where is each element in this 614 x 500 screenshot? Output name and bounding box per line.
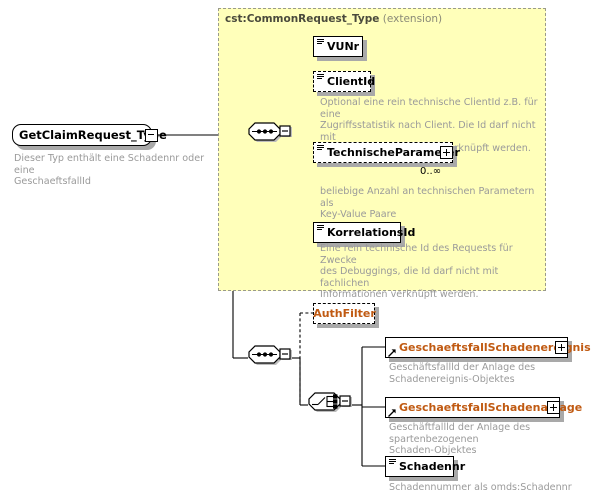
- extension-group-title: cst:CommonRequest_Type (extension): [225, 13, 442, 25]
- element-lines-icon: [317, 225, 324, 231]
- element-schadennr[interactable]: Schadennr: [385, 456, 465, 477]
- element-authfilter[interactable]: AuthFilter: [313, 303, 376, 324]
- element-geschaeftsfallschadenanlage-annotation: Geschäftfallld der Anlage des spartenbez…: [389, 422, 531, 456]
- root-type-box[interactable]: GetClaimRequest_Type: [12, 124, 167, 146]
- element-geschaeftsfallschadenereignis-label: GeschaeftsfallSchadenereignis: [399, 341, 591, 354]
- element-technischeparameter-label: TechnischeParameter: [327, 146, 460, 159]
- element-technischeparameter[interactable]: TechnischeParameter: [313, 142, 460, 163]
- element-geschaeftsfallschadenereignis[interactable]: GeschaeftsfallSchadenereignis: [385, 337, 591, 358]
- element-vunr[interactable]: VUNr: [313, 36, 363, 57]
- minus-expander-icon[interactable]: [145, 128, 158, 142]
- element-korrelationsid-label: KorrelationsId: [327, 226, 416, 239]
- sequence-compositor-bottom[interactable]: [246, 344, 292, 376]
- plus-expander-icon[interactable]: [440, 146, 453, 159]
- element-technischeparameter-cardinality: 0..∞: [420, 166, 442, 177]
- element-schadennr-annotation: Schadennummer als omds:Schadennr: [389, 482, 572, 493]
- element-korrelationsid[interactable]: KorrelationsId: [313, 222, 415, 243]
- element-clientid[interactable]: ClientId: [313, 71, 375, 92]
- plus-expander-icon[interactable]: [547, 401, 560, 414]
- choice-compositor[interactable]: [306, 391, 352, 423]
- element-korrelationsid-annotation: Eine rein technische Id des Requests für…: [320, 243, 513, 300]
- plus-expander-icon[interactable]: [555, 341, 568, 354]
- element-geschaeftsfallschadenereignis-annotation: Geschäftsfallld der Anlage des Schadener…: [389, 362, 536, 385]
- element-ref-arrow-icon: [388, 407, 396, 417]
- element-schadennr-label: Schadennr: [399, 460, 466, 473]
- root-type-annotation: Dieser Typ enthält eine Schadennr oder e…: [14, 153, 205, 187]
- extension-group-suffix: (extension): [382, 13, 443, 25]
- element-vunr-label: VUNr: [327, 40, 360, 53]
- element-geschaeftsfallschadenanlage-label: GeschaeftsfallSchadenanlage: [399, 401, 583, 414]
- element-ref-arrow-icon: [388, 347, 396, 357]
- element-clientid-label: ClientId: [327, 75, 376, 88]
- root-type-label: GetClaimRequest_Type: [19, 128, 167, 142]
- element-lines-icon: [389, 459, 396, 465]
- element-authfilter-label: AuthFilter: [313, 307, 376, 320]
- element-lines-icon: [317, 39, 324, 45]
- element-technischeparameter-annotation: beliebige Anzahl an technischen Paramete…: [320, 186, 535, 220]
- element-lines-icon: [317, 145, 324, 151]
- element-geschaeftsfallschadenanlage[interactable]: GeschaeftsfallSchadenanlage: [385, 397, 582, 418]
- sequence-compositor-top[interactable]: [246, 121, 292, 153]
- extension-group-type-name: cst:CommonRequest_Type: [225, 13, 380, 25]
- element-lines-icon: [317, 74, 324, 80]
